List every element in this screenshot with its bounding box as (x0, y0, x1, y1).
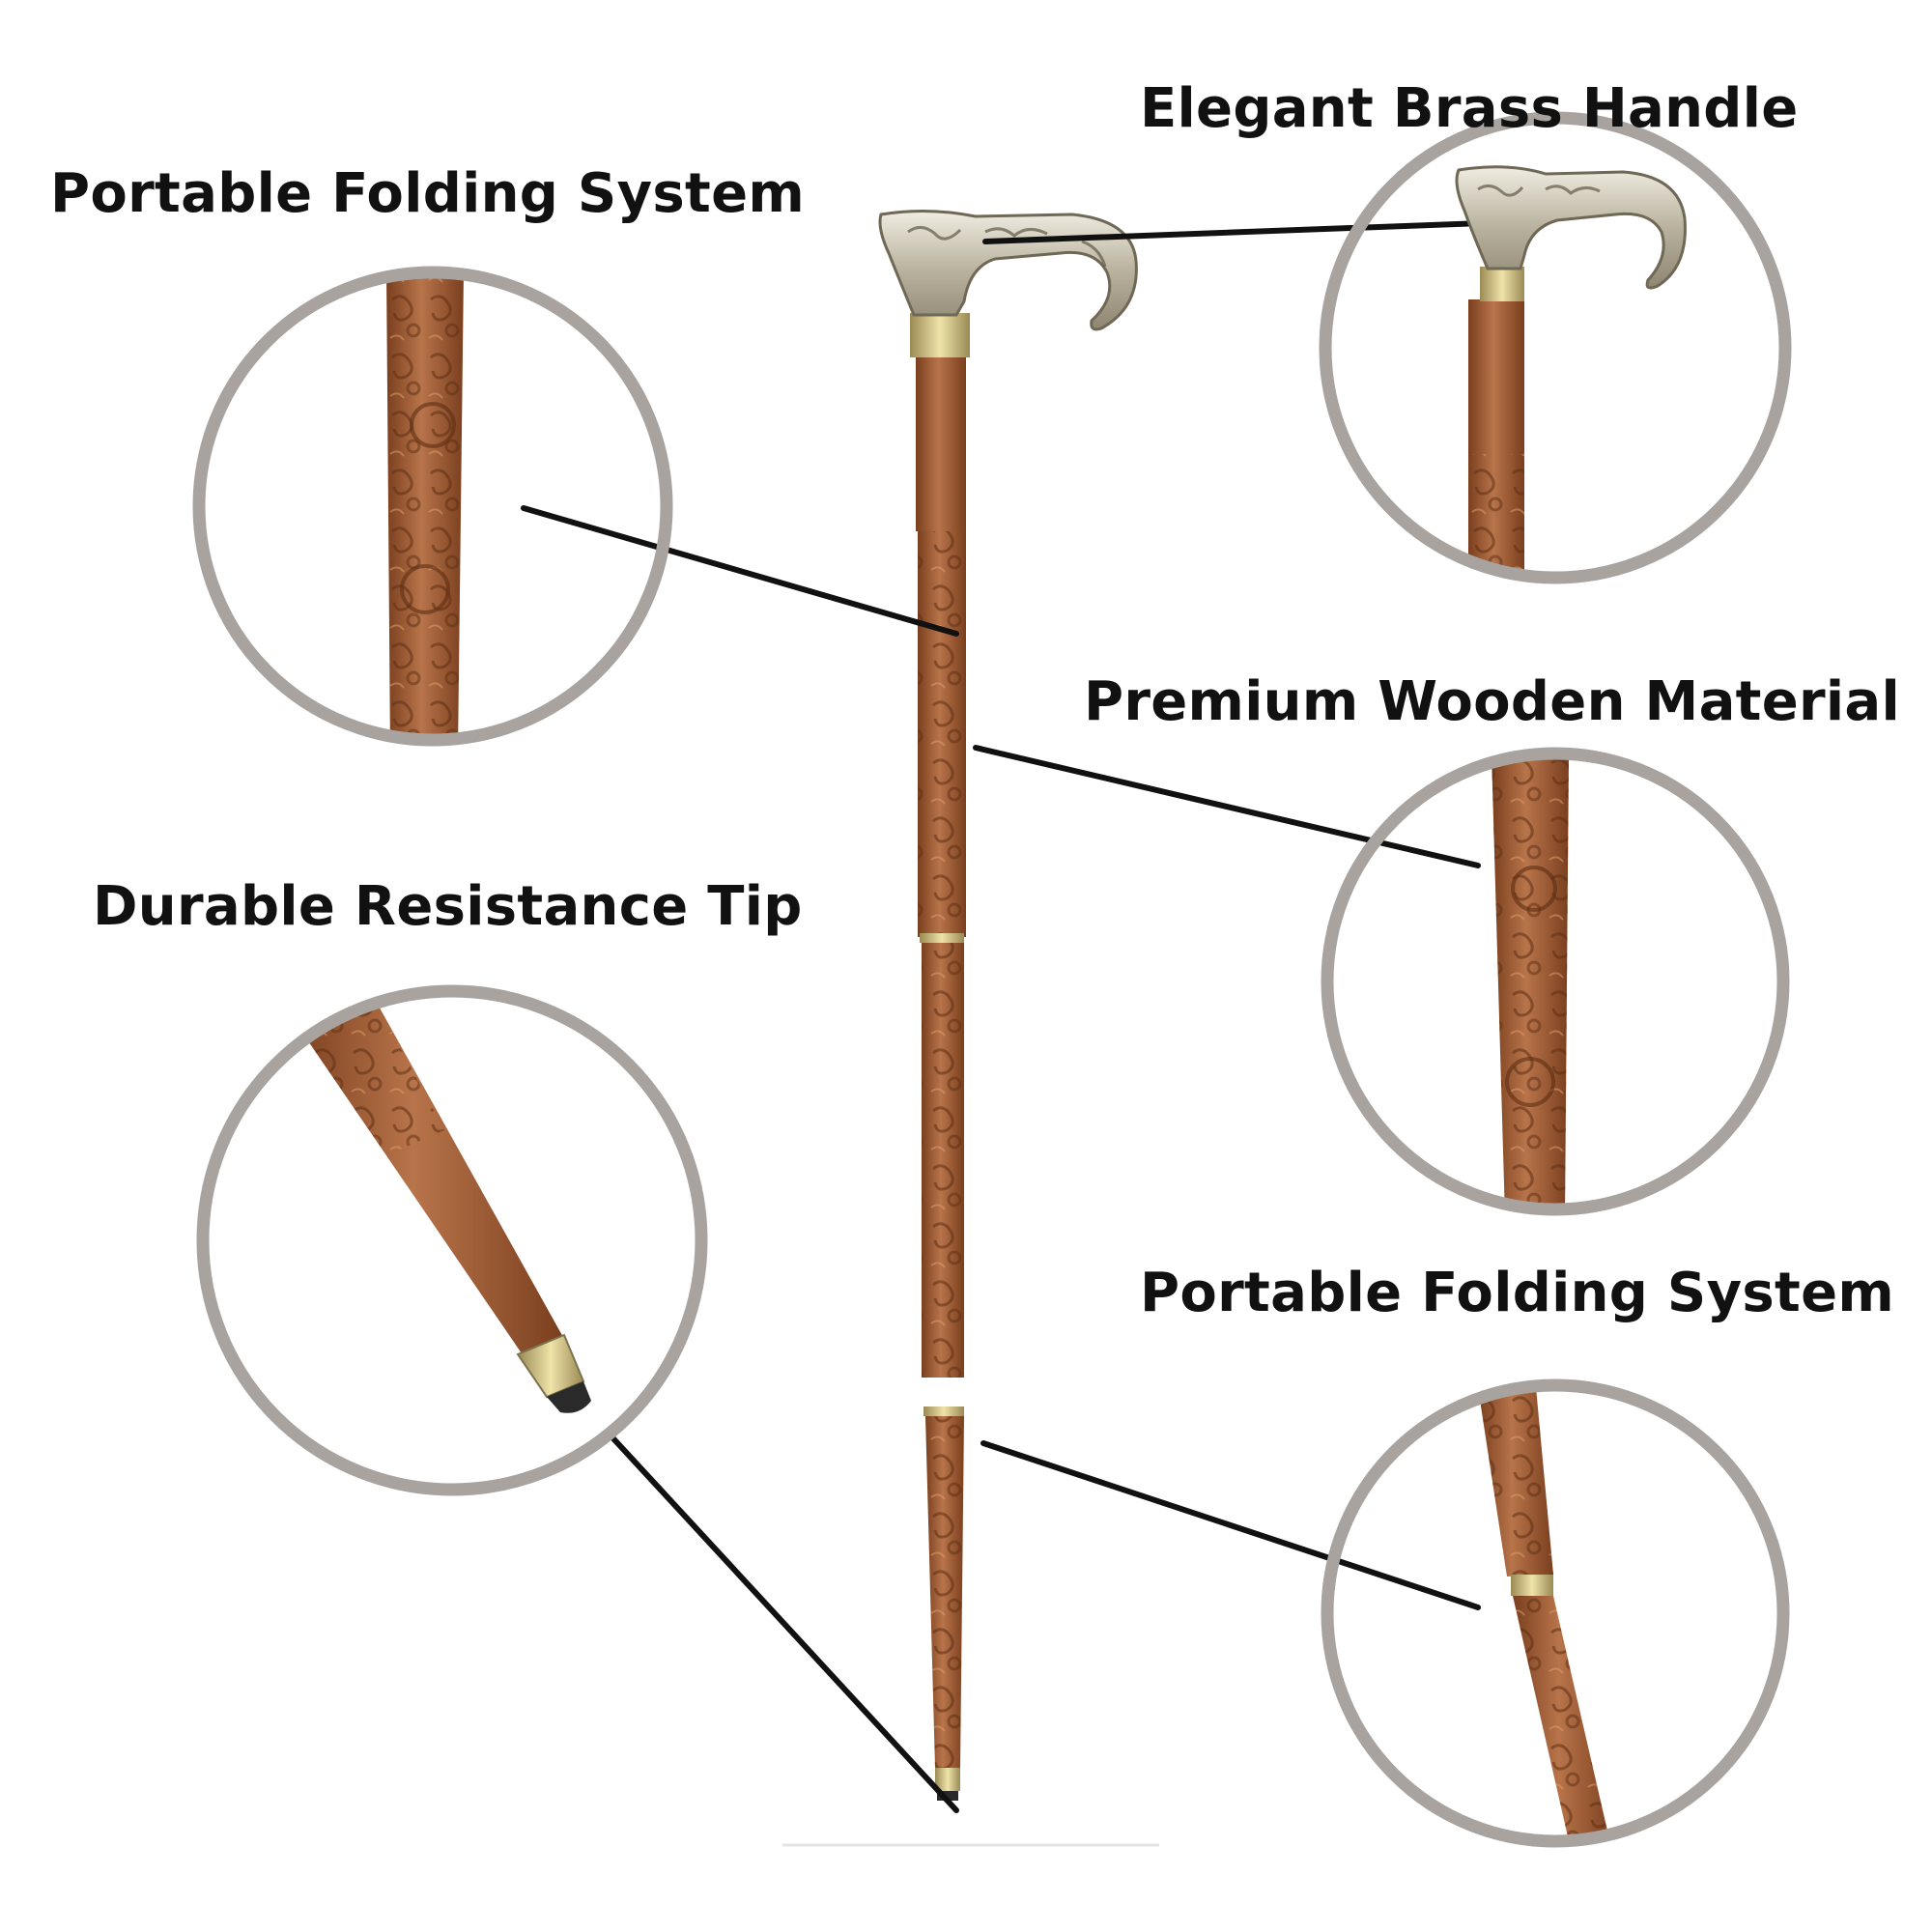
cane-shaft-upper (916, 357, 966, 531)
handle-engraving (907, 226, 1107, 268)
callout-handle (1319, 111, 1792, 584)
carving-pattern (918, 531, 966, 937)
carving-pattern (1478, 1387, 1553, 1577)
leader-line-handle (982, 219, 1512, 244)
label-portable-folding-system-top: Portable Folding System (50, 162, 806, 225)
callout-wood (1321, 747, 1790, 1216)
zoom-collar (1480, 267, 1524, 301)
callout-ring (196, 984, 708, 1496)
carved-flower (410, 402, 456, 448)
cane-tip (935, 1768, 960, 1791)
carving-pattern (925, 1416, 964, 1768)
carved-flower (1505, 1057, 1555, 1107)
callout-tip (196, 984, 708, 1496)
carving-pattern (1513, 1596, 1615, 1841)
leader-line-folding-bottom (980, 1440, 1481, 1610)
leader-line-wood (973, 745, 1481, 868)
leader-line-tip (608, 1433, 959, 1813)
walking-cane (782, 209, 1159, 1847)
callout-ring (1321, 747, 1790, 1216)
callout-ring (1319, 111, 1792, 584)
cane-joint-1 (920, 933, 964, 943)
leader-line-folding-top (521, 505, 959, 637)
carving-pattern (922, 943, 964, 1378)
callout-ring (192, 266, 673, 747)
handle-engraving (1477, 185, 1601, 197)
callout-ring (1321, 1378, 1790, 1848)
carving-pattern (386, 272, 464, 740)
label-portable-folding-system-bottom: Portable Folding System (1140, 1262, 1895, 1324)
carved-flower (1511, 866, 1557, 912)
callout-folding-bottom (1321, 1378, 1790, 1848)
label-premium-wooden-material: Premium Wooden Material (1084, 670, 1901, 733)
zoom-threaded-joint (1511, 1575, 1553, 1596)
leader-lines (521, 219, 1512, 1813)
cane-rubber-tip (937, 1791, 958, 1801)
cane-joint-2 (923, 1406, 964, 1416)
carving-pattern (1468, 454, 1524, 578)
zoom-brass-handle (1455, 165, 1687, 290)
label-elegant-brass-handle: Elegant Brass Handle (1140, 77, 1799, 140)
carving-pattern (1492, 753, 1569, 1209)
zoom-rubber-tip (547, 1381, 591, 1413)
callout-folding-top (192, 266, 673, 747)
label-durable-resistance-tip: Durable Resistance Tip (93, 875, 803, 938)
carved-flower (400, 564, 450, 614)
handle-collar (910, 313, 970, 357)
